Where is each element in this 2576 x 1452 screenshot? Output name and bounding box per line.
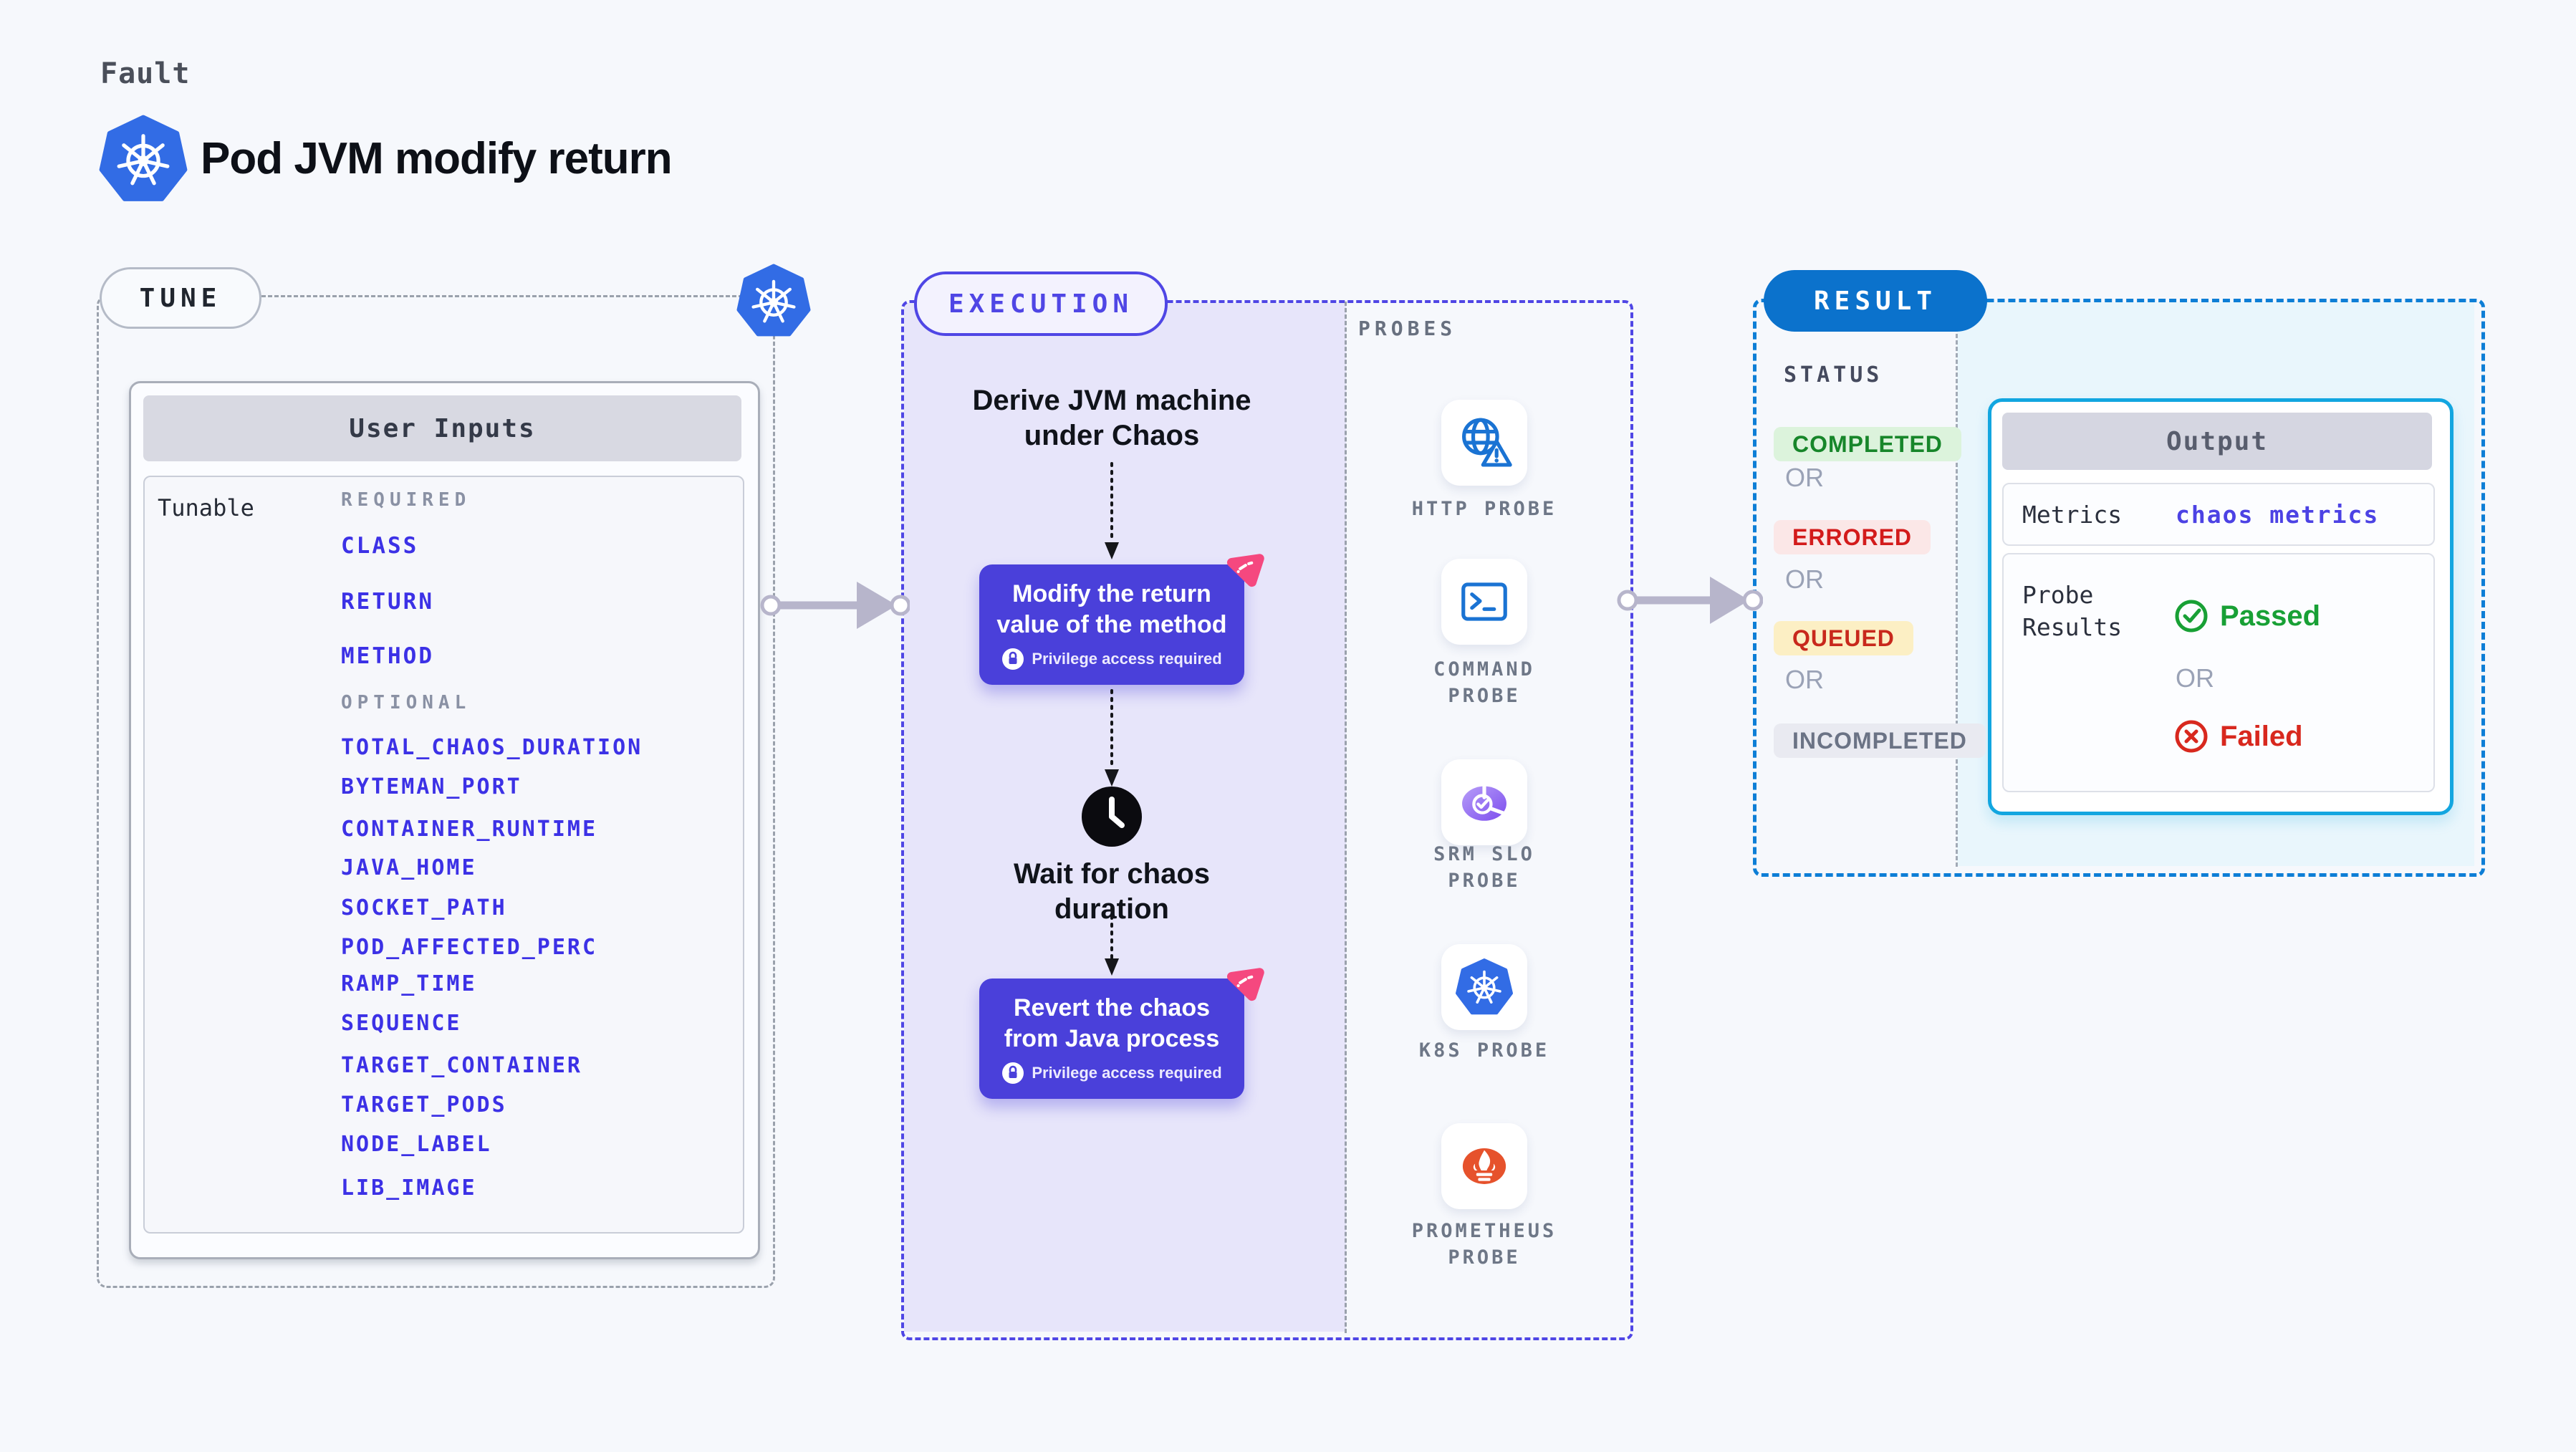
privilege-badge: Privilege access required (1001, 648, 1222, 670)
prometheus-probe-label: PROMETHEUS PROBE (1411, 1220, 1557, 1269)
param-target-pods[interactable]: TARGET_PODS (341, 1092, 507, 1117)
status-output-divider (1956, 302, 1958, 867)
execution-pill: EXECUTION (914, 271, 1168, 336)
tune-to-execution-arrow (760, 582, 910, 629)
param-byteman-port[interactable]: BYTEMAN_PORT (341, 774, 522, 799)
page-title: Pod JVM modify return (201, 134, 673, 183)
litmus-chaos-icon (1226, 968, 1264, 1001)
user-inputs-body (143, 476, 744, 1234)
dotted-arrow-icon (1105, 907, 1119, 976)
failed-result: Failed (2174, 719, 2303, 754)
kubernetes-corner-icon (736, 264, 811, 337)
dotted-arrow-icon (1105, 462, 1119, 559)
globe-alert-icon (1462, 418, 1512, 467)
user-inputs-title: User Inputs (143, 395, 741, 461)
probe-or-separator: OR (2176, 663, 2214, 693)
param-java-home[interactable]: JAVA_HOME (341, 855, 477, 880)
tunable-label: Tunable (158, 494, 254, 521)
slo-gauge-icon (1462, 784, 1506, 821)
optional-group-label: OPTIONAL (341, 692, 471, 713)
revert-chaos-text: Revert the chaos from Java process (1004, 994, 1220, 1052)
status-label: STATUS (1784, 362, 1883, 388)
http-probe-card (1441, 400, 1527, 486)
param-target-container[interactable]: TARGET_CONTAINER (341, 1053, 582, 1078)
modify-return-step: Modify the return value of the method Pr… (979, 564, 1244, 685)
litmus-chaos-icon (1226, 554, 1264, 587)
modify-return-text: Modify the return value of the method (996, 580, 1227, 638)
tune-pill: TUNE (100, 267, 261, 329)
status-or-separator: OR (1785, 463, 1824, 492)
circle-check-icon (2175, 600, 2208, 633)
result-panel (1753, 299, 2485, 877)
param-sequence[interactable]: SEQUENCE (341, 1011, 462, 1036)
metrics-value: chaos metrics (2176, 500, 2380, 529)
required-group-label: REQUIRED (341, 489, 471, 511)
lock-icon (1002, 648, 1024, 670)
metrics-label: Metrics (2022, 500, 2123, 529)
derive-step-text: Derive JVM machine under Chaos (972, 385, 1251, 451)
status-or-separator: OR (1785, 564, 1824, 594)
param-socket-path[interactable]: SOCKET_PATH (341, 895, 507, 920)
status-badge-incompleted: INCOMPLETED (1774, 723, 1986, 758)
probes-label: PROBES (1358, 317, 1457, 340)
fault-eyebrow: Fault (100, 57, 191, 90)
passed-result: Passed (2174, 599, 2320, 633)
revert-chaos-step: Revert the chaos from Java process Privi… (979, 979, 1244, 1099)
terminal-icon (1461, 582, 1507, 621)
privilege-badge-text: Privilege access required (1032, 1064, 1222, 1082)
status-badge-completed: COMPLETED (1774, 427, 1961, 461)
metrics-row: Metrics chaos metrics (2002, 483, 2435, 546)
kubernetes-icon (99, 115, 188, 201)
probe-results-row: Probe Results Passed OR Failed (2002, 553, 2435, 792)
probe-results-label: Probe Results (2022, 581, 2123, 641)
status-badge-errored: ERRORED (1774, 520, 1931, 554)
prometheus-icon (1462, 1148, 1506, 1184)
dotted-arrow-icon (1105, 689, 1119, 787)
http-probe-label: HTTP PROBE (1411, 498, 1557, 520)
param-method[interactable]: METHOD (341, 643, 434, 669)
param-pod-affected-perc[interactable]: POD_AFFECTED_PERC (341, 935, 598, 960)
param-ramp-time[interactable]: RAMP_TIME (341, 971, 477, 996)
circle-x-icon (2175, 720, 2208, 753)
failed-text: Failed (2220, 720, 2303, 752)
status-badge-queued: QUEUED (1774, 621, 1913, 655)
status-or-separator: OR (1785, 665, 1824, 694)
lock-icon (1002, 1062, 1024, 1084)
param-node-label[interactable]: NODE_LABEL (341, 1132, 492, 1157)
execution-to-result-arrow (1617, 577, 1763, 624)
k8s-probe-label: K8S PROBE (1418, 1039, 1550, 1062)
execution-probes-divider (1345, 302, 1347, 1333)
privilege-badge: Privilege access required (1001, 1062, 1222, 1085)
kubernetes-icon (1456, 958, 1513, 1015)
k8s-probe-card (1441, 944, 1527, 1030)
param-lib-image[interactable]: LIB_IMAGE (341, 1175, 477, 1201)
srm-slo-probe-card (1441, 759, 1527, 845)
privilege-badge-text: Privilege access required (1032, 650, 1222, 668)
param-total-chaos-duration[interactable]: TOTAL_CHAOS_DURATION (341, 735, 643, 760)
passed-text: Passed (2220, 600, 2321, 632)
output-title: Output (2002, 413, 2432, 470)
param-container-runtime[interactable]: CONTAINER_RUNTIME (341, 817, 598, 842)
srm-slo-probe-label: SRM SLO PROBE (1433, 843, 1535, 892)
result-pill: RESULT (1764, 270, 1987, 332)
param-class[interactable]: CLASS (341, 533, 419, 559)
param-return[interactable]: RETURN (341, 589, 434, 615)
command-probe-card (1441, 559, 1527, 645)
tune-panel (97, 295, 775, 1288)
clock-icon (1082, 787, 1142, 847)
command-probe-label: COMMAND PROBE (1433, 658, 1535, 707)
prometheus-probe-card (1441, 1123, 1527, 1209)
execution-panel (901, 300, 1633, 1340)
